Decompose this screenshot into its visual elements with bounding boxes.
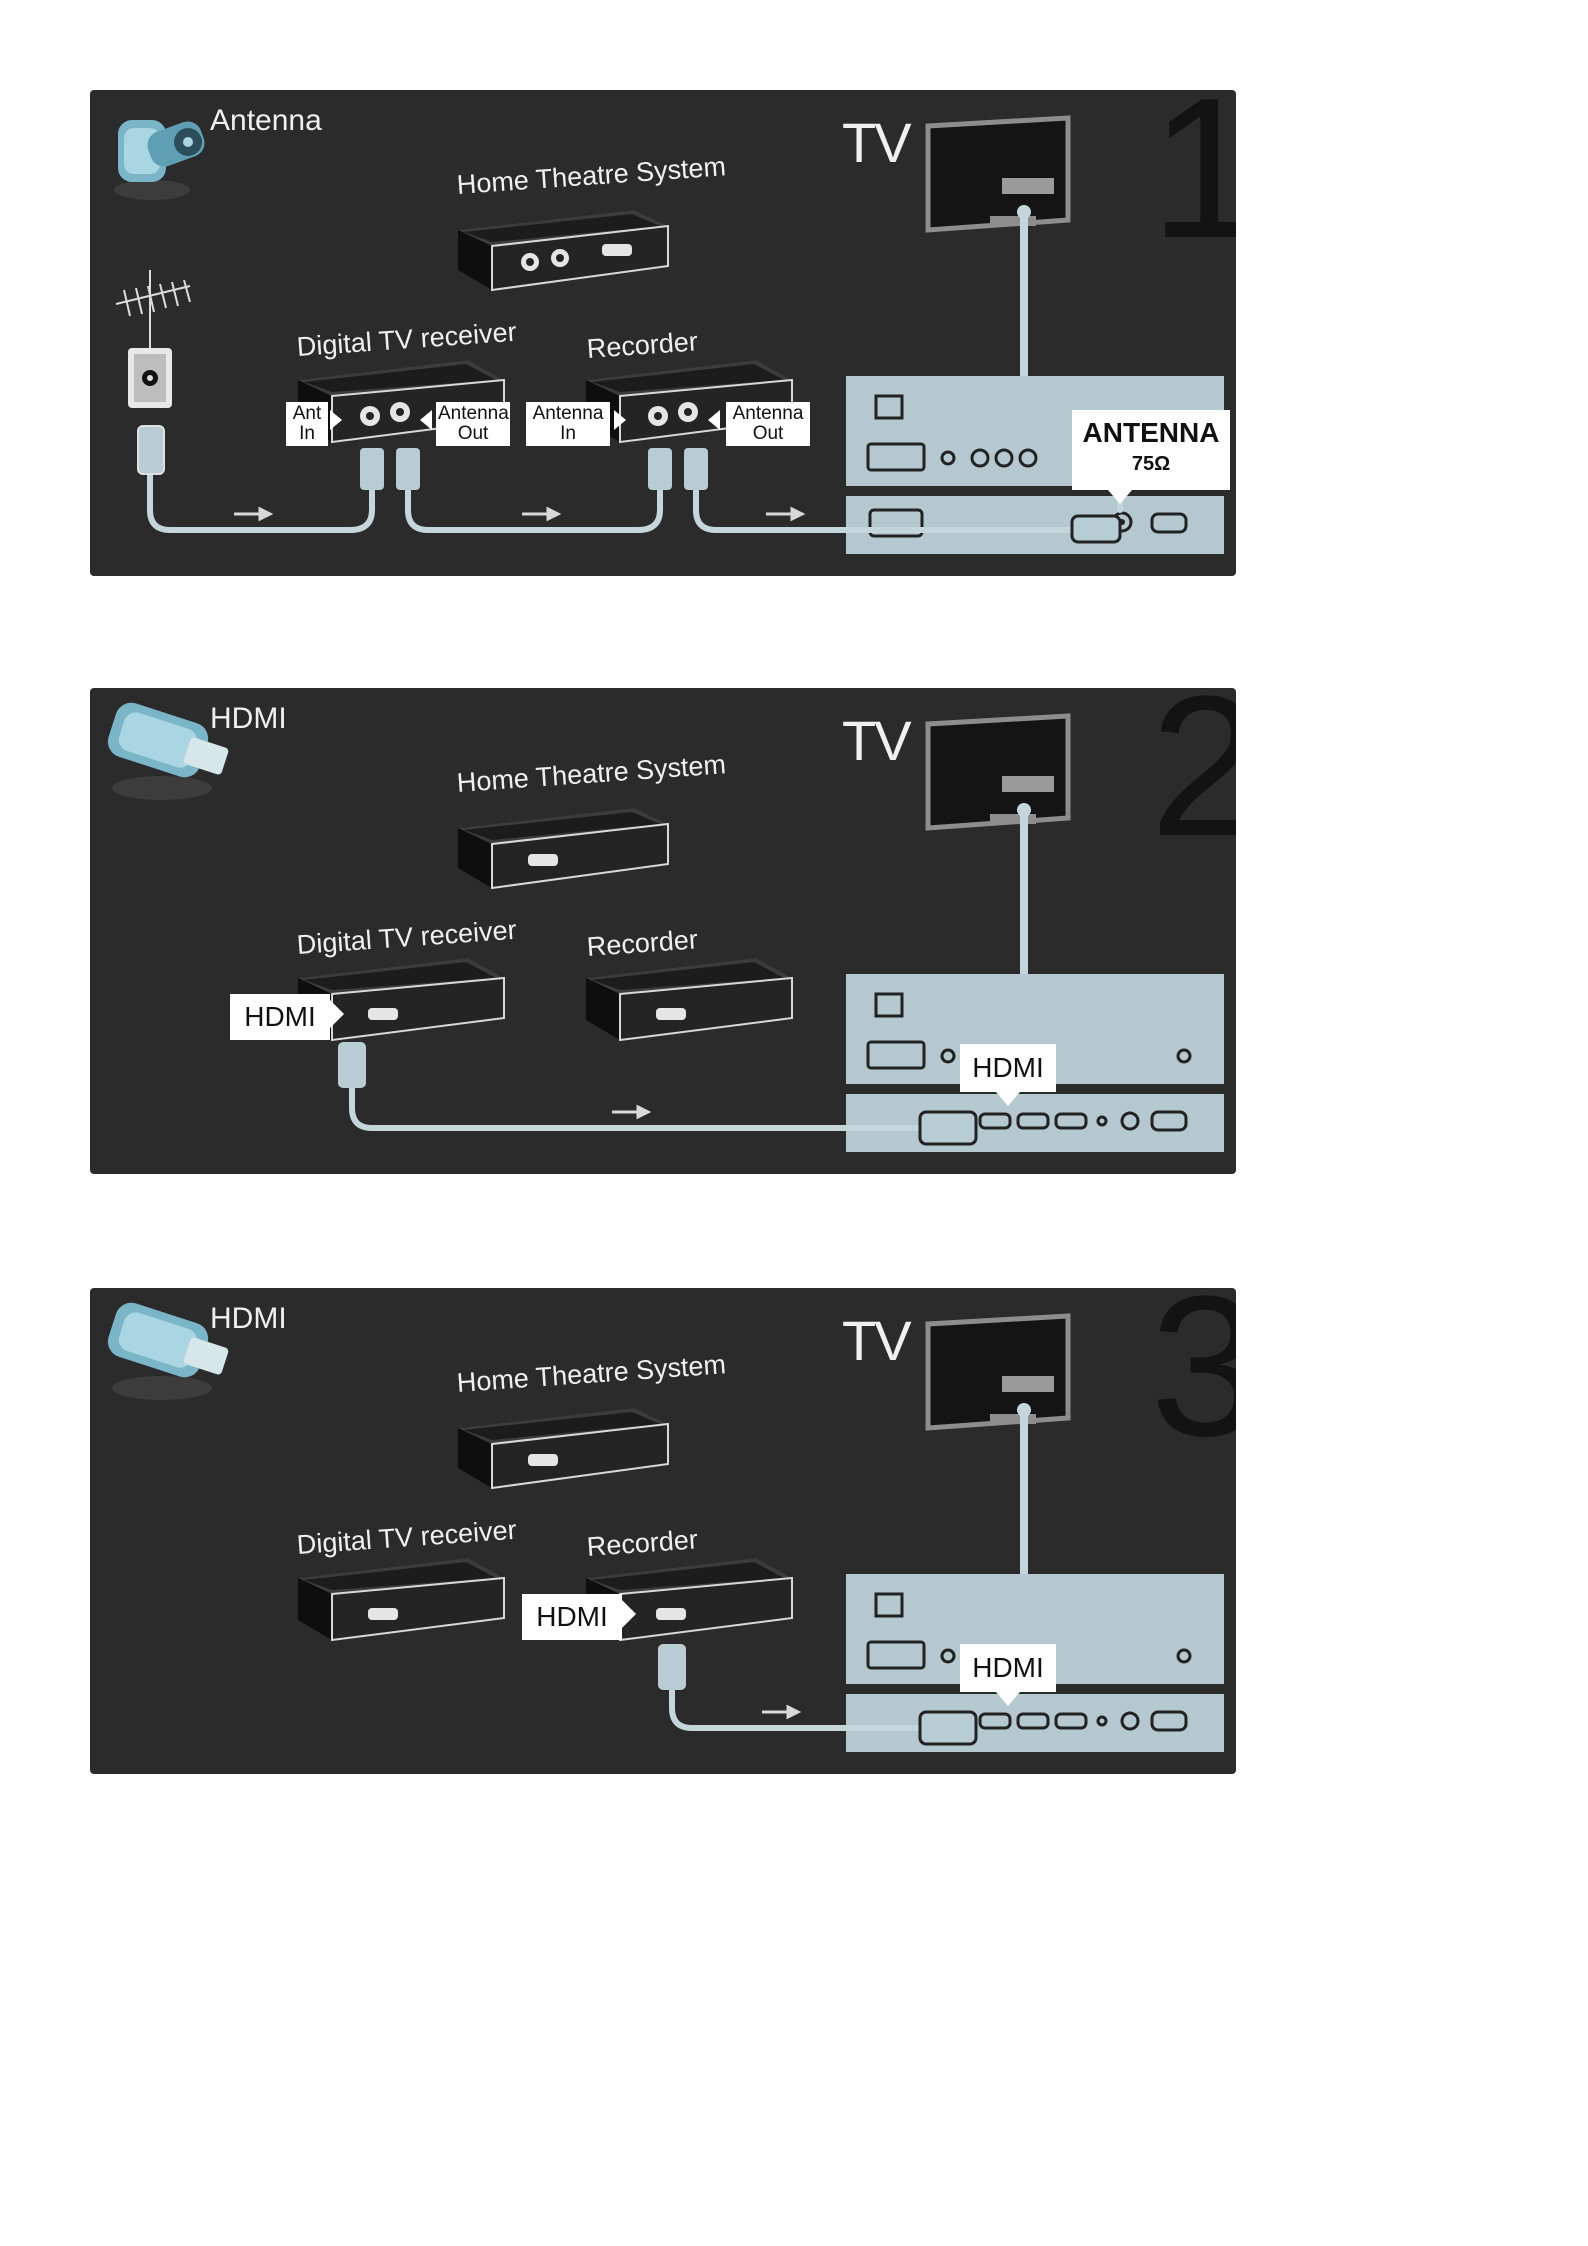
diagram-panel-antenna: Antenna Home Theatre System Digital TV r…	[90, 90, 1236, 576]
antenna-cables	[147, 465, 1123, 533]
cable-plugs	[137, 425, 1122, 544]
recorder-hdmi-port-label: HDMI	[522, 1594, 622, 1640]
step-number: 2	[1150, 688, 1236, 878]
tv-hdmi-port-label: HDMI	[960, 1644, 1056, 1692]
diagram-panel-hdmi-receiver: HDMI Home Theatre System Digital TV rece…	[90, 688, 1236, 1174]
tv-device	[925, 1313, 1071, 1574]
hdmi-cable	[349, 1075, 923, 1131]
label-pointers	[330, 1000, 1020, 1106]
tv-connection-panel	[846, 376, 1224, 554]
home-theatre-device	[458, 808, 669, 890]
antenna-plug-icon	[114, 120, 205, 200]
tv-hdmi-port-label: HDMI	[960, 1044, 1056, 1092]
tv-label: TV	[842, 1309, 912, 1372]
tv-antenna-port-impedance: 75Ω	[1131, 453, 1171, 475]
tv-label: TV	[842, 709, 912, 772]
flow-arrows	[612, 1104, 652, 1120]
roof-antenna-icon	[115, 270, 191, 352]
port-label-antenna-out-recorder: Antenna Out	[726, 402, 810, 446]
step-number: 3	[1150, 1288, 1236, 1478]
port-label-ant-in: Ant In	[286, 402, 328, 446]
connection-type-label: HDMI	[210, 1302, 287, 1335]
connection-type-label: HDMI	[210, 702, 287, 735]
recorder-device	[586, 958, 793, 1042]
tv-device	[925, 115, 1071, 376]
port-label-antenna-in-recorder: Antenna In	[526, 402, 610, 446]
wall-socket-icon	[128, 348, 172, 408]
home-theatre-device	[458, 1408, 669, 1490]
tv-antenna-port-title: ANTENNA	[1082, 417, 1220, 448]
antenna-diagram-art	[114, 115, 1224, 554]
hdmi-cable	[669, 1685, 923, 1731]
tv-device	[925, 713, 1071, 974]
digital-tv-receiver-device	[298, 1558, 505, 1642]
hdmi-receiver-diagram-art	[107, 702, 1224, 1152]
connection-type-label: Antenna	[210, 104, 322, 137]
flow-arrows	[762, 1704, 802, 1720]
cable-plugs	[338, 1042, 978, 1146]
digital-tv-receiver-device	[298, 958, 505, 1042]
tv-antenna-port-label: ANTENNA 75Ω	[1072, 410, 1230, 490]
cable-plugs	[658, 1644, 978, 1746]
receiver-hdmi-port-label: HDMI	[230, 994, 330, 1040]
label-pointers	[330, 410, 1132, 504]
tv-label: TV	[842, 111, 912, 174]
label-pointers	[622, 1600, 1020, 1706]
flow-arrows	[234, 506, 806, 522]
port-label-antenna-out-receiver: Antenna Out	[436, 402, 510, 446]
home-theatre-device	[458, 210, 669, 292]
recorder-device	[586, 1558, 793, 1642]
step-number: 1	[1150, 90, 1236, 280]
hdmi-plug-icon	[107, 1302, 229, 1400]
diagram-panel-hdmi-recorder: HDMI Home Theatre System Digital TV rece…	[90, 1288, 1236, 1774]
hdmi-plug-icon	[107, 702, 229, 800]
